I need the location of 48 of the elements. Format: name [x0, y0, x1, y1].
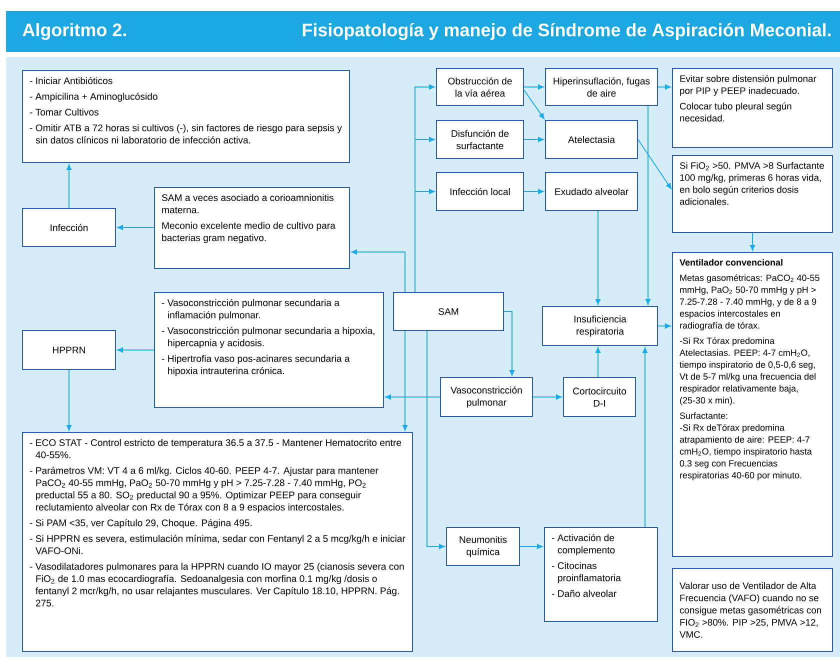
process-box: Disfunción de surfactante — [436, 120, 524, 159]
note-box: - Vasoconstricción pulmonar secundaria a inflamación pulmonar. - Vasoconstricción pulmonar secundaria a hipoxia, hipercapnia y acidosis. - Hipertrofia vaso pos-acinares secundaria a hipoxia intrauterina crónica. — [154, 292, 384, 408]
arrow — [504, 311, 515, 376]
arrow — [117, 224, 154, 230]
arrow — [638, 139, 672, 189]
arrow — [595, 210, 601, 305]
arrow — [524, 136, 544, 142]
arrow — [532, 394, 562, 400]
arrow — [66, 164, 72, 208]
title: Fisiopatología y manejo de Síndrome de Aspiración Meconial. — [302, 23, 831, 40]
arrow — [645, 106, 651, 305]
process-box: Exudado alveolar — [545, 172, 638, 211]
note-box: - Iniciar Antibióticos - Ampicilina + Aminoglucósido - Tomar Cultivos - Omitir ATB a 72 horas si cultivos (-), sin factores de riesgo para sepsis y sin datos clínicos ni laboratorio de infección activa. — [22, 70, 350, 163]
process-box: Atelectasia — [545, 120, 638, 159]
process-box: Cortocircuito D-I — [563, 377, 636, 417]
process-box: Infección local — [436, 172, 524, 211]
arrow — [642, 347, 648, 528]
arrow — [402, 330, 408, 431]
process-box: Obstrucción de la vía aérea — [436, 68, 524, 106]
note-box: SAM a veces asociado a corioamnionitis materna. Meconio excelente medio de cultivo para bacterias gram negativo. — [154, 187, 350, 269]
arrow — [595, 347, 601, 378]
arrow — [658, 323, 671, 329]
arrow — [117, 347, 154, 353]
arrow — [524, 188, 544, 194]
process-box: Infección — [22, 208, 116, 247]
arrow — [524, 84, 544, 90]
process-box: Insuficiencia respiratoria — [542, 306, 658, 346]
process-box: SAM — [393, 292, 504, 331]
process-box: HPPRN — [22, 330, 116, 370]
note-box: Valorar uso de Ventilador de Alta Frecuencia (VAFO) cuando no se consigue metas gasométricas con FIO$_{2}$ >80%. PIP >25, PMVA >12, VMC. — [672, 568, 834, 652]
algorithm-label: Algoritmo 2. — [22, 23, 126, 40]
process-box: Hiperinsuflación, fugas de aire — [545, 68, 658, 106]
arrow — [520, 544, 543, 550]
note-box: Ventilador convencional Metas gasométricas: PaCO$_{2}$ 40-55 mmHg, PaO$_{2}$ 50-70 mmHg y pH > 7.25-7.28 - 7.40 mmHg, y de 8 a 9 espacios intercostales en radiografía de tórax. -Si Rx Tórax predomina Atelectasias. PEEP: 4-7 cmH$_{2}$O, tiempo inspiratorio de 0,5-0,6 seg, Vt de 5-7 ml/kg una frecuencia del respirador relativamente baja, (25-30 x min). Surfactante: -Si Rx deTórax predomina atrapamiento de aire: PEEP: 4-7 cmH$_{2}$O, tiempo inspiratorio hasta 0.3 seg con Frecuencias respiratorias 40-60 por minuto. — [672, 252, 834, 557]
note-box: - Activación de complemento - Citocinas proinflamatoria - Daño alveolar — [544, 527, 658, 622]
arrow — [351, 249, 406, 292]
note-box: Si FiO$_{2}$ >50. PMVA >8 Surfactante 100 mg/kg, primeras 6 horas vida, en bolo según criterios dosis adicionales. — [672, 155, 834, 233]
arrow — [658, 84, 671, 90]
process-box: Vasoconstricción pulmonar — [440, 377, 533, 417]
process-box: Neumonitis química — [446, 527, 520, 566]
arrow — [66, 370, 72, 431]
arrow — [750, 232, 756, 251]
arrow — [414, 188, 435, 292]
arrow — [524, 90, 544, 119]
note-box: Evitar sobre distensión pulmonar por PIP y PEEP inadecuado. Colocar tubo pleural según necesidad. — [672, 68, 834, 148]
arrow — [385, 394, 440, 400]
arrow — [426, 330, 445, 550]
note-box: - ECO STAT - Control estricto de temperatura 36.5 a 37.5 - Mantener Hematocrito entre 40-55%. - Parámetros VM: VT 4 a 6 ml/kg. Ciclos 40-60. PEEP 4-7. Ajustar para mantener PaCO$_{2}$ 40-55 mmHg, PaO$_{2}$ 50-70 mmHg y pH > 7.25-7.28 - 7.40 mmHg, PO$_{2}$ preductal 55 a 80. SO$_{2}$ preductal 90 a 95%. Optimizar PEEP para conseguir reclutamiento alveolar con Rx de Tórax con 8 a 9 espacios intercostales. - Si PAM <35, ver Capítulo 29, Choque. Página 495. - Si HPPRN es severa, estimulación mínima, sedar con Fentanyl 2 a 5 mcg/kg/h e iniciar VAFO-ONi. - Vasodilatadores pulmonares para la HPPRN cuando IO mayor 25 (cianosis severa con FiO$_{2}$ de 1.0 mas ecocardiografía. Sedoanalgesia con morfina 0.1 mg/kg /dosis o fentanyl 2 mcr/kg/h, no usar relajantes musculares. Ver Capítulo 18.10, HPPRN. Pág. 275. — [22, 432, 413, 652]
